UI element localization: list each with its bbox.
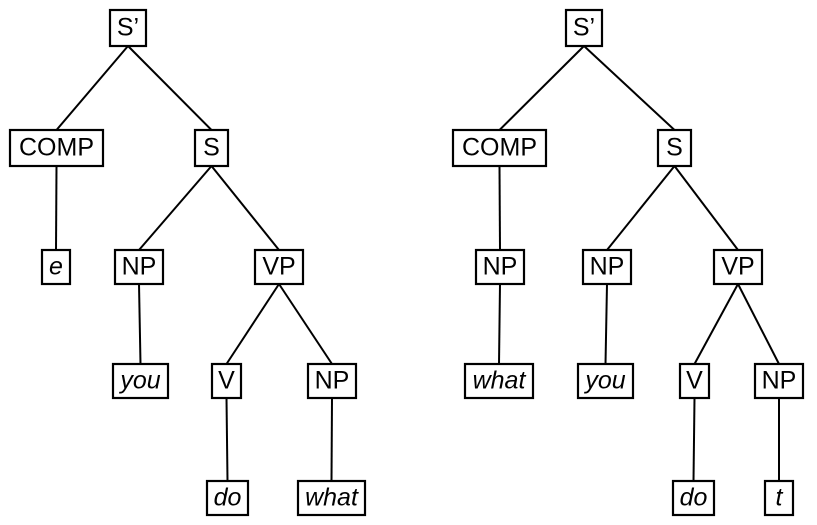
node-box-R-NP1	[581, 248, 633, 286]
tree-node-R-V: V	[678, 362, 711, 400]
node-box-L-Sbar	[108, 8, 148, 48]
node-box-L-NP1	[113, 248, 165, 286]
node-box-R-Sbar	[564, 8, 604, 48]
tree-node-L-V: V	[210, 362, 243, 400]
tree-edge-L-VP-to-L-V	[225, 283, 280, 365]
tree-edge-L-S-to-L-NP1	[138, 165, 213, 251]
tree-edge-L-VP-to-L-NP2	[278, 283, 333, 365]
tree-edge-L-V-to-L-do	[225, 397, 229, 482]
tree-node-R-do: do	[671, 479, 716, 517]
node-box-L-NP2	[306, 362, 358, 400]
node-box-R-S	[656, 128, 693, 168]
tree-nodes-surface-structure-tree: S’ COMP S NP NP VP what you V NP do t	[451, 8, 805, 517]
node-label-R-t: t	[776, 484, 784, 512]
tree-edge-R-Sbar-to-R-S	[583, 45, 676, 131]
tree-edge-L-NP1-to-L-you	[138, 283, 142, 365]
tree-node-R-what: what	[463, 362, 535, 400]
node-box-R-VP	[712, 248, 764, 286]
node-box-R-t	[763, 479, 795, 517]
node-label-R-do: do	[680, 484, 708, 512]
tree-node-R-NP2: NP	[753, 362, 805, 400]
node-label-L-what: what	[305, 484, 359, 512]
node-box-L-do	[205, 479, 250, 517]
node-label-L-NP1: NP	[122, 253, 157, 281]
tree-node-L-COMP: COMP	[8, 128, 105, 168]
node-label-R-V: V	[686, 367, 703, 395]
node-label-R-you: you	[583, 367, 625, 395]
tree-edge-R-VP-to-R-V	[693, 283, 739, 365]
tree-edge-R-VP-to-R-NP2	[737, 283, 780, 365]
node-label-L-Sbar: S’	[117, 14, 139, 42]
tree-node-L-you: you	[111, 362, 170, 400]
node-box-R-NP0	[474, 248, 526, 286]
tree-edge-R-Sbar-to-R-COMP	[498, 45, 585, 131]
node-label-L-e: e	[49, 253, 63, 281]
tree-edges-deep-structure-tree	[55, 45, 333, 482]
node-box-L-you	[111, 362, 170, 400]
node-label-L-S: S	[203, 134, 220, 162]
node-box-R-what	[463, 362, 535, 400]
node-label-R-NP1: NP	[590, 253, 625, 281]
tree-node-L-what: what	[296, 479, 367, 517]
tree-node-L-NP2: NP	[306, 362, 358, 400]
node-box-L-e	[40, 248, 72, 286]
node-box-L-V	[210, 362, 243, 400]
node-box-R-V	[678, 362, 711, 400]
edges-layer	[55, 45, 780, 482]
node-label-L-you: you	[118, 367, 160, 395]
tree-node-R-Sbar: S’	[564, 8, 604, 48]
node-label-R-NP0: NP	[483, 253, 518, 281]
node-label-L-NP2: NP	[315, 367, 350, 395]
node-box-R-you	[576, 362, 635, 400]
node-box-L-what	[296, 479, 367, 517]
tree-node-L-Sbar: S’	[108, 8, 148, 48]
tree-node-R-NP1: NP	[581, 248, 633, 286]
tree-edges-surface-structure-tree	[498, 45, 780, 482]
tree-node-L-VP: VP	[253, 248, 305, 286]
tree-edge-L-Sbar-to-L-S	[127, 45, 213, 131]
tree-node-L-S: S	[193, 128, 230, 168]
tree-node-R-t: t	[763, 479, 795, 517]
tree-node-R-S: S	[656, 128, 693, 168]
tree-edge-R-COMP-to-R-NP0	[498, 165, 501, 251]
tree-edge-R-NP1-to-R-you	[604, 283, 608, 365]
tree-edge-R-NP0-to-R-what	[498, 283, 501, 365]
tree-edge-R-S-to-R-NP1	[606, 165, 676, 251]
node-label-L-VP: VP	[262, 253, 295, 281]
tree-node-R-COMP: COMP	[451, 128, 548, 168]
tree-node-R-VP: VP	[712, 248, 764, 286]
node-label-R-COMP: COMP	[462, 134, 537, 162]
node-label-L-COMP: COMP	[19, 134, 94, 162]
tree-edge-L-COMP-to-L-e	[55, 165, 58, 251]
node-label-L-V: V	[218, 367, 235, 395]
node-label-R-what: what	[473, 367, 527, 395]
tree-node-R-you: you	[576, 362, 635, 400]
node-label-R-S: S	[666, 134, 683, 162]
tree-node-L-e: e	[40, 248, 72, 286]
node-label-L-do: do	[214, 484, 242, 512]
node-box-R-do	[671, 479, 716, 517]
tree-edge-R-S-to-R-VP	[673, 165, 739, 251]
tree-edge-L-Sbar-to-L-COMP	[55, 45, 129, 131]
node-box-L-S	[193, 128, 230, 168]
node-box-R-NP2	[753, 362, 805, 400]
tree-edge-L-S-to-L-VP	[210, 165, 280, 251]
node-box-R-COMP	[451, 128, 548, 168]
node-label-R-Sbar: S’	[573, 14, 595, 42]
tree-node-R-NP0: NP	[474, 248, 526, 286]
node-box-L-VP	[253, 248, 305, 286]
tree-node-L-NP1: NP	[113, 248, 165, 286]
tree-edge-R-V-to-R-do	[692, 397, 696, 482]
tree-node-L-do: do	[205, 479, 250, 517]
node-label-R-NP2: NP	[762, 367, 797, 395]
tree-edge-L-NP2-to-L-what	[330, 397, 333, 482]
node-label-R-VP: VP	[721, 253, 754, 281]
node-box-L-COMP	[8, 128, 105, 168]
